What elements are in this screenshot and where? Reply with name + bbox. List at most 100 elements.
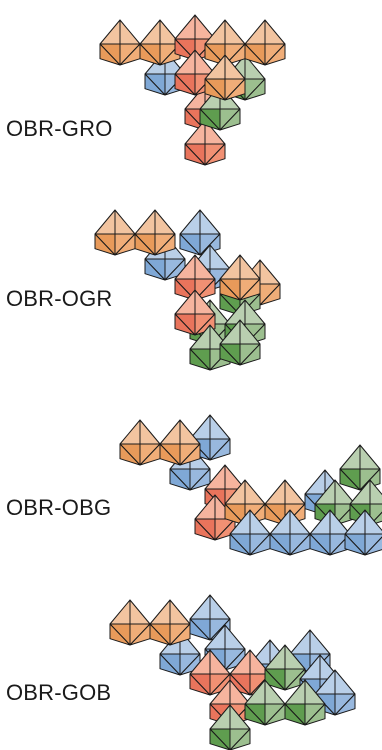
- tile-face: [129, 599, 151, 625]
- tile-face: [289, 629, 311, 655]
- octahedron-cluster-1: [99, 14, 286, 166]
- tile-face: [309, 533, 331, 556]
- tile-face: [144, 73, 166, 96]
- tile-face: [94, 233, 116, 256]
- tile-face: [179, 443, 201, 466]
- tile-face: [224, 19, 246, 45]
- tile-face: [259, 283, 281, 306]
- tile-face: [184, 143, 206, 166]
- tile-face: [239, 343, 261, 366]
- tile-face: [204, 43, 226, 66]
- tile-face: [194, 518, 216, 541]
- tile-face: [169, 599, 191, 625]
- tile-face: [189, 348, 211, 371]
- tile-face: [134, 233, 156, 256]
- tile-face: [119, 19, 141, 45]
- tile-face: [204, 78, 226, 101]
- tile-face: [229, 533, 251, 556]
- tile-face: [219, 343, 241, 366]
- octahedron-cluster-2: [94, 209, 281, 371]
- tile-face: [179, 233, 201, 256]
- tile-face: [244, 479, 266, 505]
- tile-face: [99, 43, 121, 66]
- tile-face: [339, 444, 361, 470]
- tile-face: [99, 19, 121, 45]
- tile-face: [169, 623, 191, 646]
- tile-face: [109, 599, 131, 625]
- tile-face: [199, 209, 221, 235]
- tile-face: [219, 278, 241, 301]
- tile-face: [139, 43, 161, 66]
- tile-face: [174, 313, 196, 336]
- tile-face: [149, 623, 171, 646]
- tile-face: [179, 209, 201, 235]
- tile-face: [114, 209, 136, 235]
- tile-face: [309, 629, 331, 655]
- tile-face: [174, 14, 196, 40]
- figure-4-label: OBR-GOB: [6, 680, 112, 705]
- tile-face: [339, 468, 361, 491]
- figure-3: OBR-OBG: [0, 400, 382, 570]
- tile-face: [259, 259, 281, 285]
- tile-face: [174, 38, 196, 61]
- tile-face: [159, 419, 181, 445]
- tile-face: [284, 703, 306, 726]
- tile-face: [369, 511, 382, 526]
- tile-face: [264, 43, 286, 66]
- tile-face: [209, 728, 231, 750]
- tile-face: [139, 419, 161, 445]
- tile-face: [269, 533, 291, 556]
- tile-face: [264, 19, 286, 45]
- figure-4: OBR-GOB: [0, 585, 382, 750]
- tile-face: [264, 479, 286, 505]
- tile-face: [109, 623, 131, 646]
- tile-face: [229, 728, 251, 750]
- tile-face: [244, 43, 266, 66]
- tile-face: [194, 278, 216, 301]
- figure-1-label: OBR-GRO: [6, 116, 113, 141]
- tile-face: [94, 209, 116, 235]
- tile-face: [174, 278, 196, 301]
- figure-1: OBR-GRO: [0, 0, 382, 180]
- tile-face: [199, 108, 221, 131]
- tile-face: [219, 108, 241, 131]
- tile-face: [284, 479, 306, 505]
- tile-face: [119, 419, 141, 445]
- tile-face: [334, 693, 356, 716]
- tile-face: [304, 703, 326, 726]
- tile-face: [154, 209, 176, 235]
- tile-face: [334, 669, 356, 695]
- tile-face: [364, 536, 382, 556]
- tile-face: [224, 78, 246, 101]
- tile-face: [359, 444, 381, 470]
- tile-face: [184, 108, 206, 131]
- tile-face: [244, 703, 266, 726]
- tile-face: [209, 414, 231, 440]
- tile-face: [154, 233, 176, 256]
- figure-2-label: OBR-OGR: [6, 286, 113, 311]
- tile-face: [189, 468, 211, 491]
- tile-face: [159, 653, 181, 676]
- figure-2: OBR-OGR: [0, 190, 382, 380]
- tile-face: [264, 503, 286, 526]
- tile-face: [209, 594, 231, 620]
- tile-face: [224, 503, 246, 526]
- tile-face: [244, 78, 266, 101]
- tile-face: [304, 469, 326, 495]
- tile-face: [119, 443, 141, 466]
- tile-face: [344, 533, 366, 556]
- tile-face: [224, 624, 246, 650]
- tile-face: [189, 673, 211, 696]
- tile-face: [159, 443, 181, 466]
- tile-face: [169, 468, 191, 491]
- tile-face: [149, 599, 171, 625]
- figure-3-label: OBR-OBG: [6, 495, 112, 520]
- octahedron-cluster-3: [119, 414, 382, 556]
- tile-face: [264, 668, 286, 691]
- tile-face: [134, 209, 156, 235]
- tile-face: [239, 278, 261, 301]
- tile-face: [209, 438, 231, 461]
- tile-face: [244, 19, 266, 45]
- tile-face: [189, 594, 211, 620]
- tile-face: [174, 73, 196, 96]
